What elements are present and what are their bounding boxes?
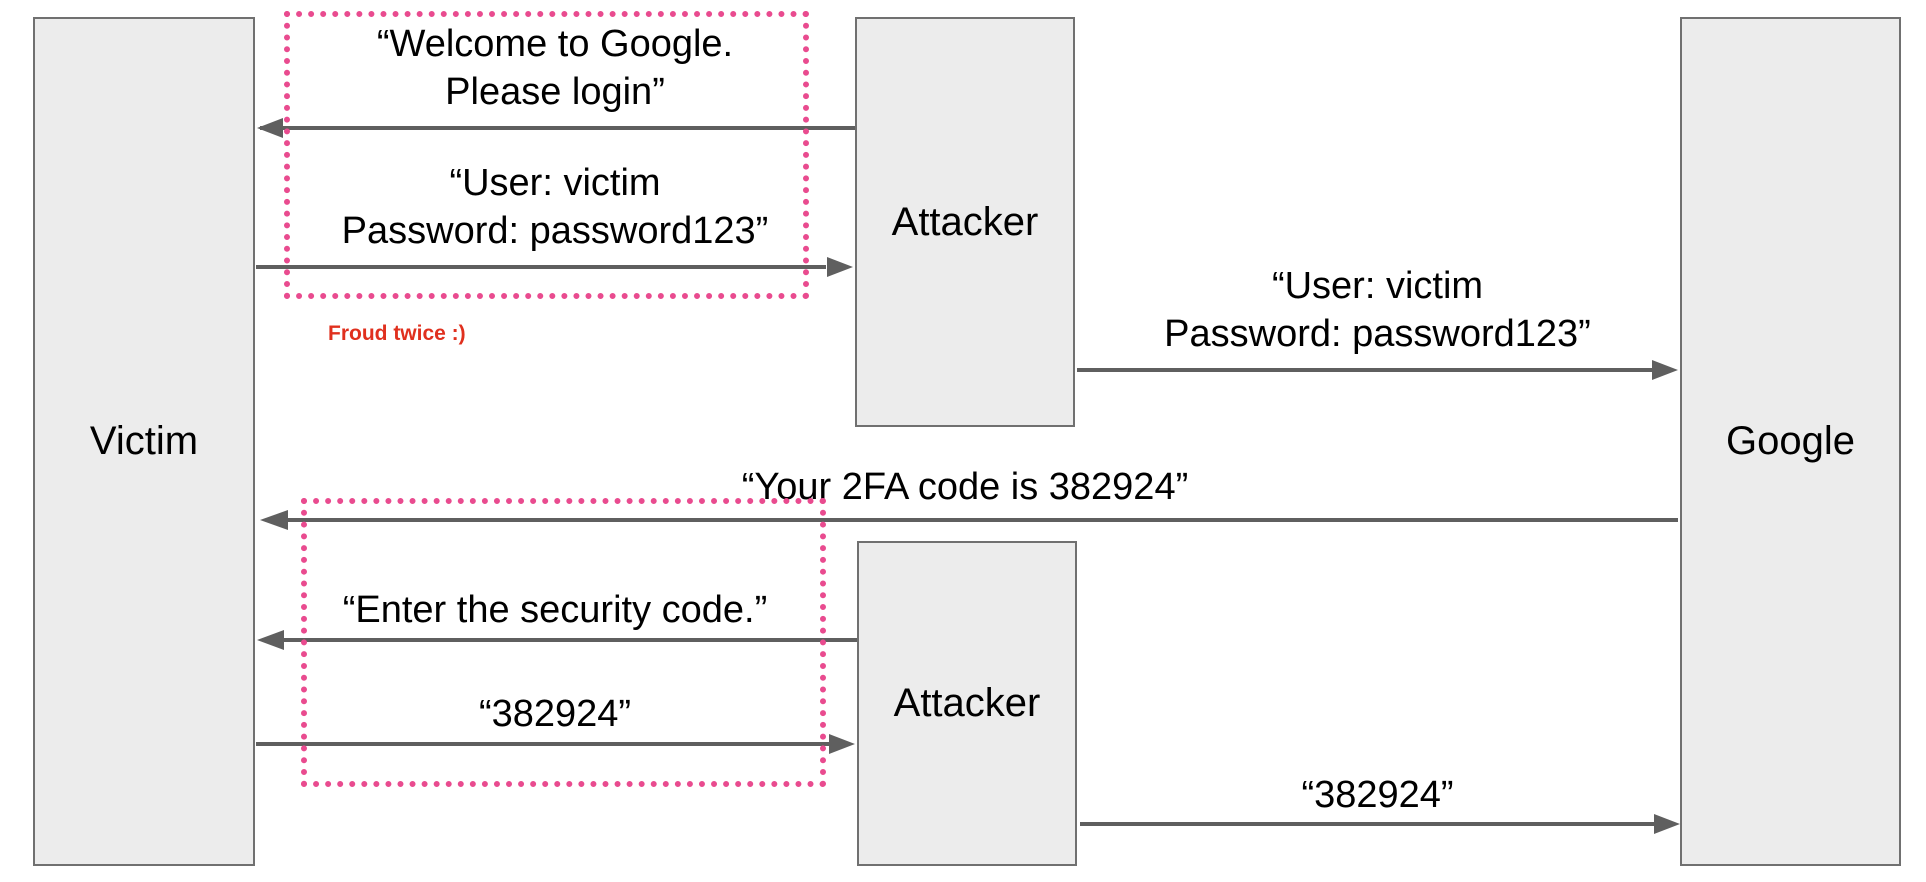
attacker-label-bottom: Attacker [893, 681, 1041, 725]
victim-label: Victim [89, 419, 199, 463]
phishing-highlight-frame-bottom [301, 498, 826, 787]
google-lifeline: Google [1680, 17, 1901, 866]
attacker-box-top: Attacker [855, 17, 1075, 427]
google-label: Google [1726, 419, 1855, 463]
phishing-highlight-frame-top [284, 11, 809, 299]
message-credentials-to-attacker: “User: victim Password: password123” [341, 162, 769, 252]
message-credentials-to-google: “User: victim Password: password123” [1164, 265, 1591, 355]
attacker-label-top: Attacker [891, 199, 1039, 244]
victim-lifeline: Victim [33, 17, 255, 866]
message-enter-security-code: “Enter the security code.” [342, 589, 768, 631]
message-welcome: “Welcome to Google. Please login” [376, 23, 734, 113]
attacker-box-bottom: Attacker [857, 541, 1077, 866]
message-code-to-attacker: “382924” [478, 693, 632, 735]
message-code-to-google: “382924” [1301, 774, 1454, 816]
annotation-note: Froud twice :) [328, 322, 466, 345]
